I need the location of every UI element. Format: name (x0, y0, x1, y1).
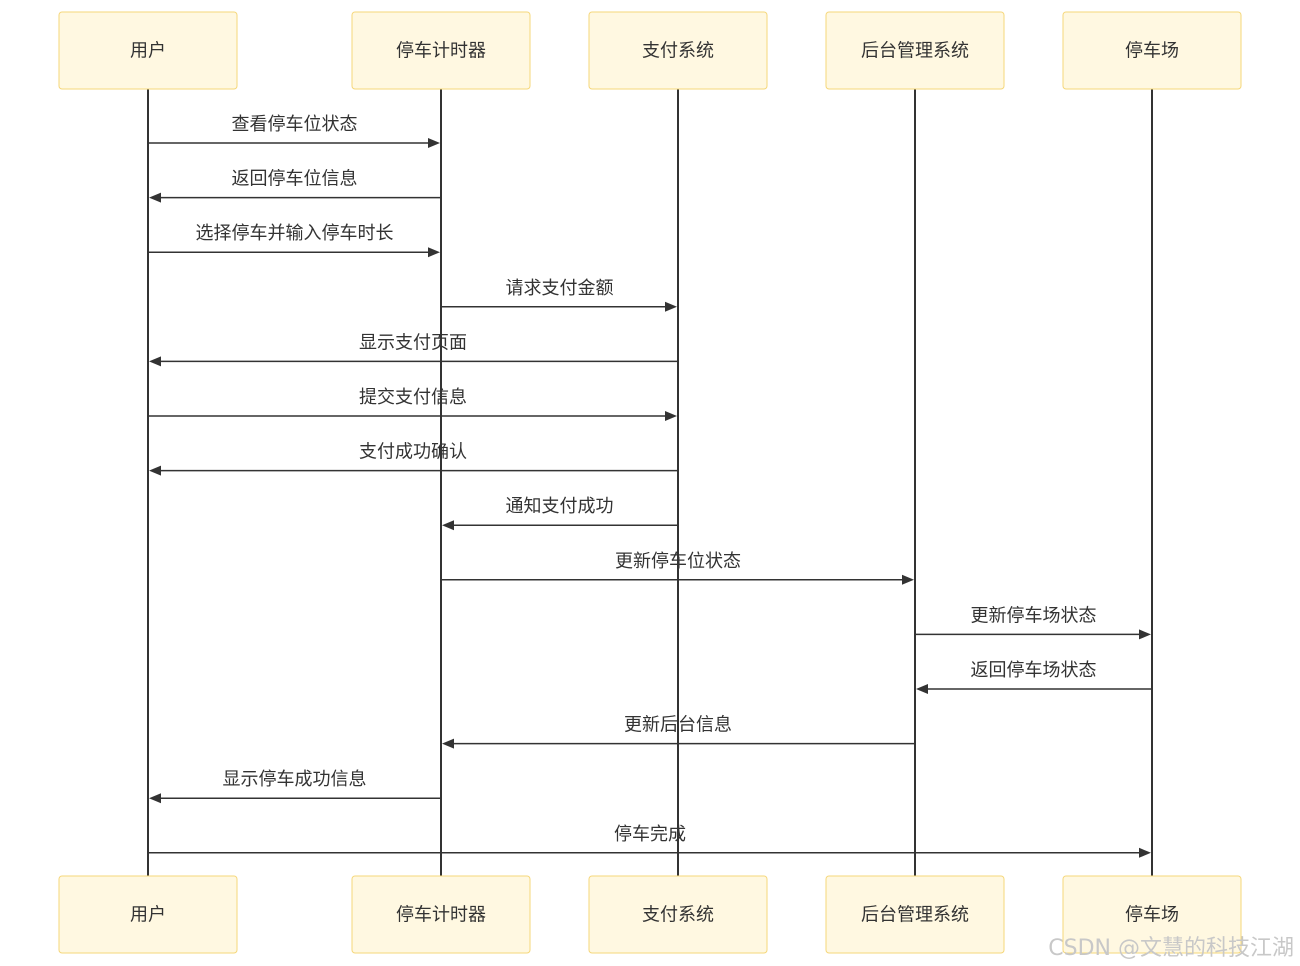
participant-box (58, 875, 238, 954)
participant-backend-top: 后台管理系统 (825, 11, 1005, 90)
message-label: 支付成功确认 (359, 442, 467, 463)
participant-label: 停车计时器 (396, 905, 486, 926)
message-2: 返回停车位信息 (149, 169, 441, 203)
participants-top: 用户 停车计时器 支付系统 后台管理系统 停车场 (58, 11, 1242, 90)
participant-label: 用户 (130, 905, 166, 926)
message-arrowhead (1139, 847, 1151, 858)
message-arrowhead (149, 793, 161, 804)
participant-payment-top: 支付系统 (588, 11, 768, 90)
participant-box (588, 11, 768, 90)
participant-box (351, 875, 531, 954)
participant-label: 停车场 (1125, 41, 1179, 62)
message-label: 选择停车并输入停车时长 (196, 223, 394, 244)
messages: 查看停车位状态返回停车位信息选择停车并输入停车时长请求支付金额显示支付页面提交支… (148, 114, 1152, 858)
participant-box (58, 11, 238, 90)
participant-user-top: 用户 (58, 11, 238, 90)
participant-lot-top: 停车场 (1062, 11, 1242, 90)
participant-timer-bottom: 停车计时器 (351, 875, 531, 954)
participant-label: 后台管理系统 (861, 41, 969, 62)
message-arrowhead (428, 138, 440, 148)
message-label: 显示停车成功信息 (223, 769, 367, 790)
message-arrowhead (1139, 629, 1151, 640)
participant-label: 停车场 (1125, 905, 1179, 926)
participant-lot-bottom: 停车场 (1062, 875, 1242, 954)
participant-timer-top: 停车计时器 (351, 11, 531, 90)
participant-box (825, 875, 1005, 954)
participant-box (1062, 875, 1242, 954)
message-arrowhead (442, 738, 454, 749)
message-label: 更新停车场状态 (971, 605, 1097, 626)
message-arrowhead (149, 465, 161, 476)
participant-payment-bottom: 支付系统 (588, 875, 768, 954)
participant-label: 用户 (130, 41, 166, 62)
participant-box (351, 11, 531, 90)
message-arrowhead (149, 356, 161, 367)
message-arrowhead (902, 574, 914, 585)
message-8: 通知支付成功 (442, 496, 678, 531)
message-3: 选择停车并输入停车时长 (148, 223, 440, 258)
watermark: CSDN @文慧的科技江湖 (1048, 936, 1294, 961)
message-7: 支付成功确认 (149, 442, 678, 476)
participant-label: 后台管理系统 (861, 905, 969, 926)
message-4: 请求支付金额 (441, 278, 677, 312)
message-label: 更新停车位状态 (615, 551, 741, 572)
message-label: 返回停车场状态 (971, 660, 1097, 681)
participants-bottom: 用户 停车计时器 支付系统 后台管理系统 停车场 (58, 875, 1242, 954)
participant-box (1062, 11, 1242, 90)
message-arrowhead (149, 192, 161, 203)
message-label: 查看停车位状态 (232, 114, 358, 135)
message-arrowhead (916, 684, 928, 694)
message-label: 通知支付成功 (506, 496, 614, 517)
message-11: 返回停车场状态 (916, 660, 1152, 694)
message-arrowhead (665, 301, 677, 312)
message-label: 返回停车位信息 (232, 169, 358, 190)
participant-box (588, 875, 768, 954)
message-9: 更新停车位状态 (441, 551, 914, 585)
participant-label: 支付系统 (642, 41, 714, 62)
participant-user-bottom: 用户 (58, 875, 238, 954)
message-label: 更新后台信息 (624, 715, 732, 736)
participant-label: 支付系统 (642, 905, 714, 926)
message-label: 提交支付信息 (359, 387, 467, 408)
message-label: 显示支付页面 (359, 332, 467, 353)
message-6: 提交支付信息 (148, 387, 677, 421)
participant-backend-bottom: 后台管理系统 (825, 875, 1005, 954)
participant-label: 停车计时器 (396, 41, 486, 62)
message-1: 查看停车位状态 (148, 114, 440, 148)
message-label: 请求支付金额 (506, 278, 614, 299)
message-5: 显示支付页面 (149, 332, 678, 367)
message-arrowhead (665, 411, 677, 421)
lifelines (147, 89, 1153, 876)
message-14: 停车完成 (148, 824, 1151, 858)
message-arrowhead (428, 247, 440, 258)
message-13: 显示停车成功信息 (149, 769, 441, 804)
message-arrowhead (442, 520, 454, 531)
message-label: 停车完成 (614, 824, 686, 845)
message-10: 更新停车场状态 (915, 605, 1151, 640)
participant-box (825, 11, 1005, 90)
message-12: 更新后台信息 (442, 715, 915, 749)
